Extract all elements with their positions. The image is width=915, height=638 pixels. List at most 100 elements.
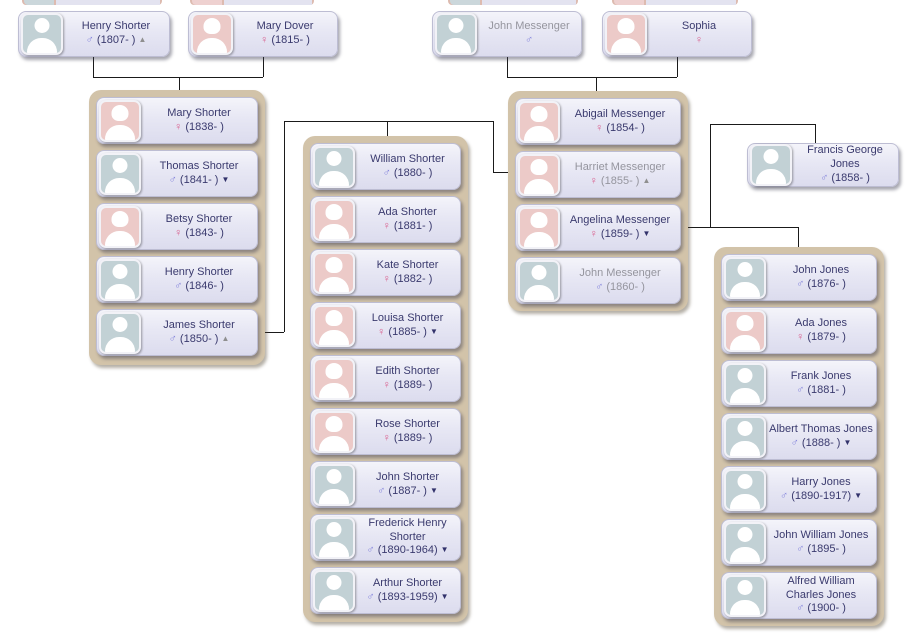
person-card-arthur-shorter[interactable]: Arthur Shorter♂ (1893-1959)▼ <box>310 567 461 614</box>
male-avatar <box>724 362 766 405</box>
female-gender-icon: ♀ <box>382 378 391 391</box>
female-gender-icon: ♀ <box>377 325 386 338</box>
expand-up-icon[interactable]: ▲ <box>138 35 147 44</box>
person-dates: ♀ (1885- )▼ <box>357 326 458 340</box>
life-dates: (1890-1917) <box>788 489 852 502</box>
person-card-frank-jones[interactable]: Frank Jones♂ (1881- ) <box>721 360 877 407</box>
expand-down-icon[interactable]: ▼ <box>221 174 230 184</box>
person-card-john-william-jones[interactable]: John William Jones♂ (1895- ) <box>721 519 877 566</box>
person-card-francis-george-jones[interactable]: Francis George Jones♂ (1858- ) <box>747 143 899 187</box>
expand-down-icon[interactable]: ▼ <box>440 591 449 601</box>
cutoff-card-strip <box>448 0 578 5</box>
female-gender-icon: ♀ <box>260 34 269 46</box>
person-dates: ♂ (1888- )▼ <box>768 437 874 451</box>
person-name: Arthur Shorter <box>372 576 443 589</box>
person-card-louisa-shorter[interactable]: Louisa Shorter♀ (1885- )▼ <box>310 302 461 349</box>
life-dates: (1854- ) <box>603 121 645 134</box>
expand-up-icon[interactable]: ▲ <box>221 333 230 343</box>
life-dates: (1881- ) <box>804 383 846 396</box>
male-avatar <box>313 463 355 506</box>
person-name: Harriet Messenger <box>574 160 666 173</box>
connector-line <box>798 227 799 254</box>
female-avatar <box>191 13 233 55</box>
male-avatar <box>313 145 355 188</box>
person-card-thomas-shorter[interactable]: Thomas Shorter♂ (1841- )▼ <box>96 150 258 197</box>
expand-down-icon[interactable]: ▼ <box>429 485 438 495</box>
person-card-ada-jones[interactable]: Ada Jones♀ (1879- ) <box>721 307 877 354</box>
connector-line <box>493 172 515 173</box>
avatar <box>450 0 480 5</box>
person-card-henry-shorter[interactable]: Henry Shorter♂ (1846- ) <box>96 256 258 303</box>
female-avatar <box>605 13 647 55</box>
person-card-edith-shorter[interactable]: Edith Shorter♀ (1889- ) <box>310 355 461 402</box>
person-card-angelina-messenger[interactable]: Angelina Messenger♀ (1859- )▼ <box>515 204 681 251</box>
person-card-mary-dover[interactable]: Mary Dover♀ (1815- ) <box>188 11 338 57</box>
expand-down-icon[interactable]: ▼ <box>854 490 863 500</box>
person-card-harry-jones[interactable]: Harry Jones♂ (1890-1917)▼ <box>721 466 877 513</box>
expand-down-icon[interactable]: ▼ <box>429 326 438 336</box>
male-gender-icon: ♂ <box>377 484 386 497</box>
person-card-alfred-william-charles-jones[interactable]: Alfred William Charles Jones♂ (1900- ) <box>721 572 877 619</box>
avatar <box>192 0 222 5</box>
person-dates: ♂ (1807- )▲ <box>65 34 167 48</box>
person-card-john-shorter[interactable]: John Shorter♂ (1887- )▼ <box>310 461 461 508</box>
male-gender-icon: ♂ <box>796 383 805 396</box>
person-card-albert-thomas-jones[interactable]: Albert Thomas Jones ♂ (1888- )▼ <box>721 413 877 460</box>
person-name: Betsy Shorter <box>165 212 233 225</box>
person-card-abigail-messenger[interactable]: Abigail Messenger♀ (1854- ) <box>515 98 681 145</box>
person-card-henry-shorter[interactable]: Henry Shorter♂ (1807- )▲ <box>18 11 170 57</box>
male-gender-icon: ♂ <box>779 489 789 502</box>
female-gender-icon: ♀ <box>174 120 183 133</box>
person-name: Albert Thomas Jones <box>769 422 873 435</box>
person-info: Henry Shorter♂ (1807- )▲ <box>63 20 169 48</box>
person-card-frederick-henry-shorter[interactable]: Frederick Henry Shorter♂ (1890-1964)▼ <box>310 514 461 561</box>
male-gender-icon: ♂ <box>820 171 829 184</box>
life-dates: (1879- ) <box>804 330 846 343</box>
person-card-rose-shorter[interactable]: Rose Shorter♀ (1889- ) <box>310 408 461 455</box>
person-card-mary-shorter[interactable]: Mary Shorter♀ (1838- ) <box>96 97 258 144</box>
person-dates: ♂ (1900- ) <box>768 602 874 616</box>
person-name: Frederick Henry Shorter <box>368 516 447 543</box>
life-dates: (1880- ) <box>390 166 433 179</box>
person-dates: ♂ <box>479 34 579 48</box>
person-dates: ♂ (1881- ) <box>768 384 874 398</box>
male-avatar <box>99 152 141 195</box>
person-card-harriet-messenger[interactable]: Harriet Messenger♀ (1855- )▲ <box>515 151 681 198</box>
expand-up-icon[interactable]: ▲ <box>642 175 651 185</box>
person-info: John Messenger♂ <box>477 20 581 48</box>
person-dates: ♂ (1890-1917)▼ <box>768 490 874 504</box>
connector-line <box>93 77 263 78</box>
person-card-ada-shorter[interactable]: Ada Shorter♀ (1881- ) <box>310 196 461 243</box>
person-card-kate-shorter[interactable]: Kate Shorter♀ (1882- ) <box>310 249 461 296</box>
person-card-john-jones[interactable]: John Jones♂ (1876- ) <box>721 254 877 301</box>
person-card-john-messenger[interactable]: John Messenger♂ <box>432 11 582 57</box>
connector-line <box>258 332 284 333</box>
person-dates: ♂ (1887- )▼ <box>357 485 458 499</box>
person-info: Kate Shorter♀ (1882- ) <box>355 259 460 287</box>
life-dates: (1858- ) <box>828 171 870 184</box>
female-gender-icon: ♀ <box>589 227 598 240</box>
person-info: Angelina Messenger♀ (1859- )▼ <box>560 214 680 242</box>
female-avatar <box>724 309 766 352</box>
sibling-group-messenger-children: Abigail Messenger♀ (1854- ) Harriet Messe… <box>508 91 688 311</box>
person-card-john-messenger[interactable]: John Messenger♂ (1860- ) <box>515 257 681 304</box>
person-info: William Shorter♂ (1880- ) <box>355 153 460 181</box>
female-avatar <box>518 153 560 196</box>
expand-down-icon[interactable]: ▼ <box>440 545 449 555</box>
person-dates: ♀ (1854- ) <box>562 122 678 136</box>
person-card-betsy-shorter[interactable]: Betsy Shorter♀ (1843- ) <box>96 203 258 250</box>
life-dates: (1860- ) <box>603 280 645 293</box>
person-card-sophia[interactable]: Sophia♀ <box>602 11 752 57</box>
person-name: Henry Shorter <box>81 20 151 33</box>
expand-down-icon[interactable]: ▼ <box>642 228 651 238</box>
life-dates: (1885- ) <box>385 325 427 338</box>
male-gender-icon: ♂ <box>168 173 177 186</box>
connector-line <box>596 77 597 99</box>
life-dates: (1859- ) <box>597 227 640 240</box>
person-dates: ♀ (1838- ) <box>143 121 255 135</box>
person-card-william-shorter[interactable]: William Shorter♂ (1880- ) <box>310 143 461 190</box>
female-avatar <box>313 410 355 453</box>
person-card-james-shorter[interactable]: James Shorter♂ (1850- )▲ <box>96 309 258 356</box>
person-info: Sophia♀ <box>647 20 751 48</box>
expand-down-icon[interactable]: ▼ <box>843 437 852 447</box>
